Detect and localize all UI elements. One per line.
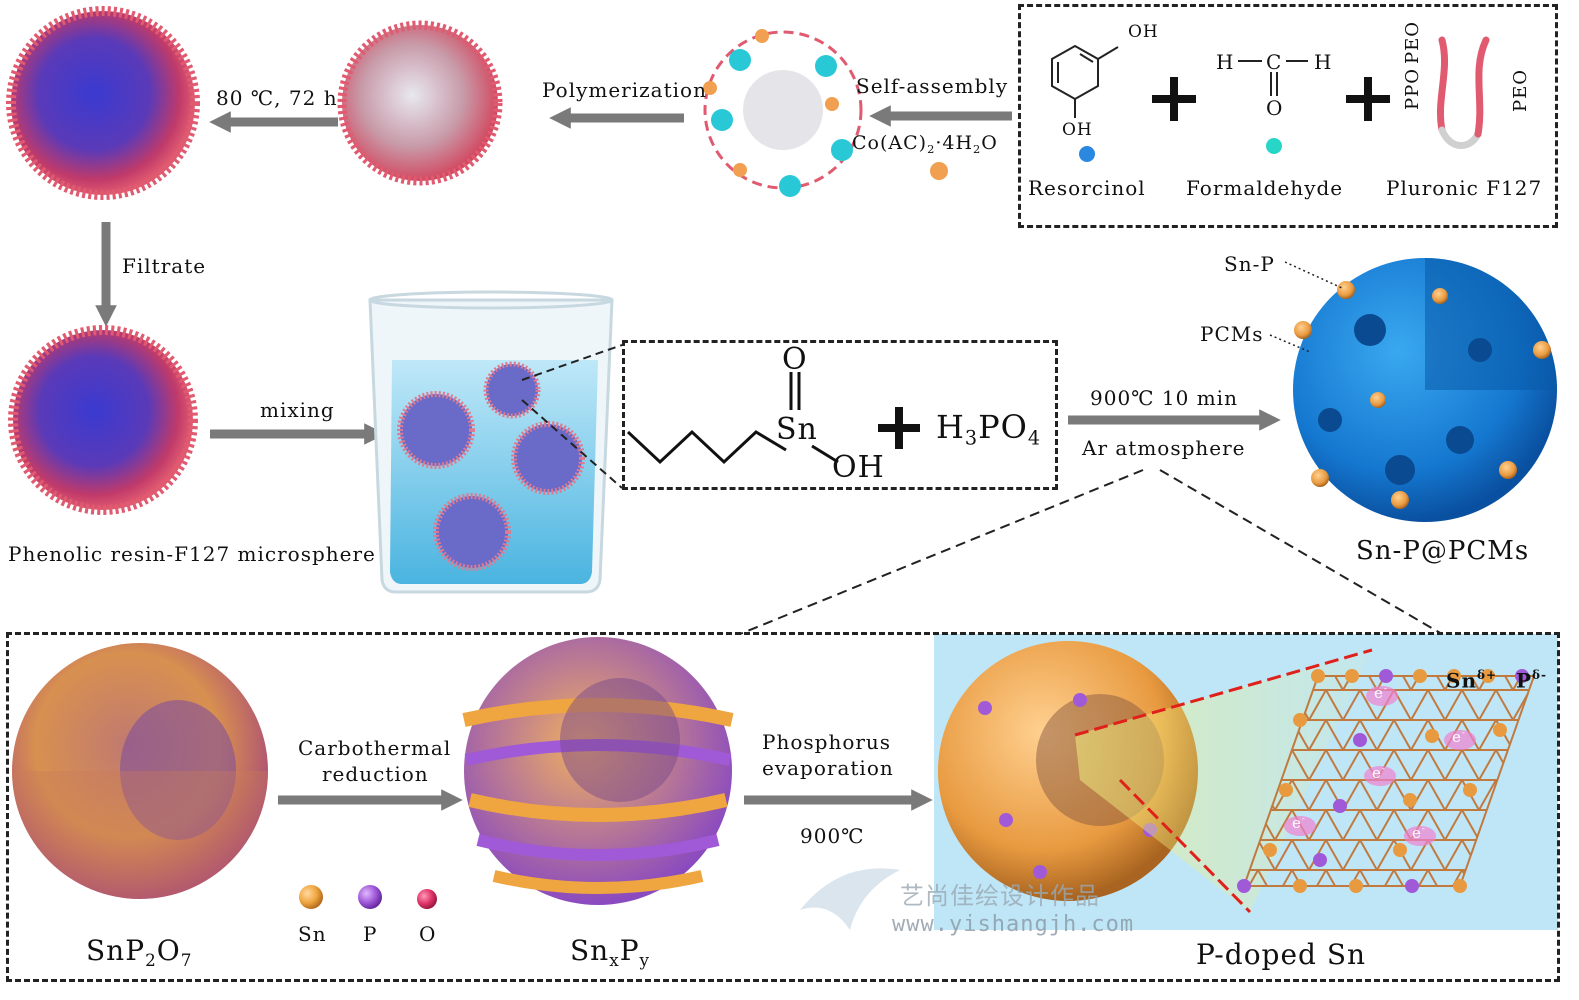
sphere-aged bbox=[6, 6, 200, 200]
electron-label-1: e- bbox=[1374, 684, 1388, 702]
reagents-box bbox=[1018, 4, 1558, 228]
formula-sn-label: Sn bbox=[776, 412, 818, 447]
sphere-polymerized bbox=[337, 20, 503, 186]
formaldehyde-structure bbox=[1238, 60, 1308, 96]
formaldehyde-label: Formaldehyde bbox=[1186, 176, 1344, 200]
pluronic-chain bbox=[1436, 36, 1490, 149]
formula-oh-label: OH bbox=[832, 450, 885, 485]
snxpy-label: SnxPy bbox=[570, 934, 651, 970]
sn-delta-label: Snδ+ bbox=[1446, 668, 1498, 693]
formaldehyde-dot bbox=[1266, 138, 1282, 154]
formula-o-label: O bbox=[782, 342, 808, 377]
pluronic-peo-label-right: PEO bbox=[1510, 68, 1531, 112]
connector-line-top bbox=[521, 344, 623, 381]
watermark-logo-icon bbox=[800, 868, 900, 930]
connector-line-bottom bbox=[521, 399, 623, 489]
formaldehyde-h-right: H bbox=[1314, 50, 1333, 74]
formula-box bbox=[622, 340, 1058, 490]
sphere-sn-p-pcms bbox=[1293, 258, 1557, 522]
zoom-line-red-bottom bbox=[1118, 778, 1252, 914]
plus-sign-1 bbox=[1152, 77, 1196, 121]
pluronic-peo-label-left: PEO bbox=[1402, 20, 1423, 64]
resorcinol-label: Resorcinol bbox=[1028, 176, 1146, 200]
beaker bbox=[368, 290, 614, 594]
butyl-chain bbox=[626, 429, 787, 465]
aging-label: 80 ℃, 72 h bbox=[216, 86, 338, 110]
legend-p-ball bbox=[358, 885, 382, 909]
resorcinol-structure bbox=[1051, 44, 1119, 118]
pluronic-label: Pluronic F127 bbox=[1386, 176, 1543, 200]
legend-sn-label: Sn bbox=[298, 922, 327, 946]
p-delta-label: Pδ- bbox=[1516, 668, 1548, 693]
filtrate-label: Filtrate bbox=[122, 254, 207, 278]
phosphorus-temp-label: 900℃ bbox=[800, 824, 865, 848]
carbothermal-label-1: Carbothermal bbox=[298, 736, 452, 760]
product-label: Sn-P@PCMs bbox=[1356, 536, 1530, 566]
formaldehyde-o: O bbox=[1266, 96, 1284, 120]
electron-label-4: e- bbox=[1292, 814, 1306, 832]
legend-sn-ball bbox=[299, 885, 323, 909]
resorcinol-oh-top: OH bbox=[1128, 22, 1159, 42]
cobalt-reagent-label: Co(AC)2·4H2O bbox=[852, 132, 998, 156]
micelle bbox=[703, 29, 863, 197]
sn-p-pointer bbox=[1284, 261, 1343, 289]
calcination-label: 900℃ 10 min bbox=[1090, 386, 1238, 410]
phosphorus-label-1: Phosphorus bbox=[762, 730, 892, 754]
legend-o-label: O bbox=[419, 922, 437, 946]
carbothermal-label-2: reduction bbox=[322, 762, 429, 786]
plus-sign-2 bbox=[1346, 77, 1390, 121]
zoom-line-right bbox=[1159, 469, 1443, 635]
pcms-label: PCMs bbox=[1200, 322, 1264, 346]
p-doped-label: P-doped Sn bbox=[1196, 938, 1367, 971]
legend-p-label: P bbox=[363, 922, 378, 946]
phosphorus-label-2: evaporation bbox=[762, 756, 894, 780]
sphere-snp2o7 bbox=[12, 643, 268, 899]
sn-lattice bbox=[1237, 669, 1536, 893]
electron-label-3: e- bbox=[1372, 764, 1386, 782]
self-assembly-label: Self-assembly bbox=[856, 74, 1009, 98]
pcms-pointer bbox=[1269, 334, 1311, 353]
sn-oh-bond bbox=[811, 444, 839, 464]
mixing-label: mixing bbox=[260, 398, 335, 422]
resorcinol-dot bbox=[1079, 146, 1095, 162]
zoom-line-red-top bbox=[1074, 648, 1373, 737]
microsphere-label: Phenolic resin-F127 microsphere bbox=[8, 542, 376, 566]
atmosphere-label: Ar atmosphere bbox=[1082, 436, 1246, 460]
sphere-microsphere bbox=[8, 325, 198, 515]
resorcinol-oh-bottom: OH bbox=[1062, 120, 1093, 140]
zoom-line-left bbox=[739, 469, 1144, 635]
polymerization-label: Polymerization bbox=[542, 78, 707, 102]
cobalt-dot bbox=[930, 162, 948, 180]
plus-sign-3 bbox=[878, 407, 920, 449]
formaldehyde-c: C bbox=[1266, 50, 1283, 74]
electron-label-5: e- bbox=[1412, 824, 1426, 842]
electron-label-2: e- bbox=[1452, 728, 1466, 746]
sn-p-label: Sn-P bbox=[1224, 252, 1275, 276]
legend-o-ball bbox=[417, 889, 437, 909]
snp2o7-label: SnP2O7 bbox=[86, 934, 193, 970]
phosphoric-acid-label: H3PO4 bbox=[936, 408, 1042, 450]
watermark-cn: 艺尚佳绘设计作品 bbox=[900, 882, 1100, 910]
mechanism-box bbox=[6, 632, 1560, 982]
sphere-snxpy bbox=[462, 637, 734, 905]
formaldehyde-h-left: H bbox=[1216, 50, 1235, 74]
pluronic-ppo-label: PPO bbox=[1402, 68, 1423, 110]
watermark-url: www.yishangjh.com bbox=[892, 912, 1135, 937]
